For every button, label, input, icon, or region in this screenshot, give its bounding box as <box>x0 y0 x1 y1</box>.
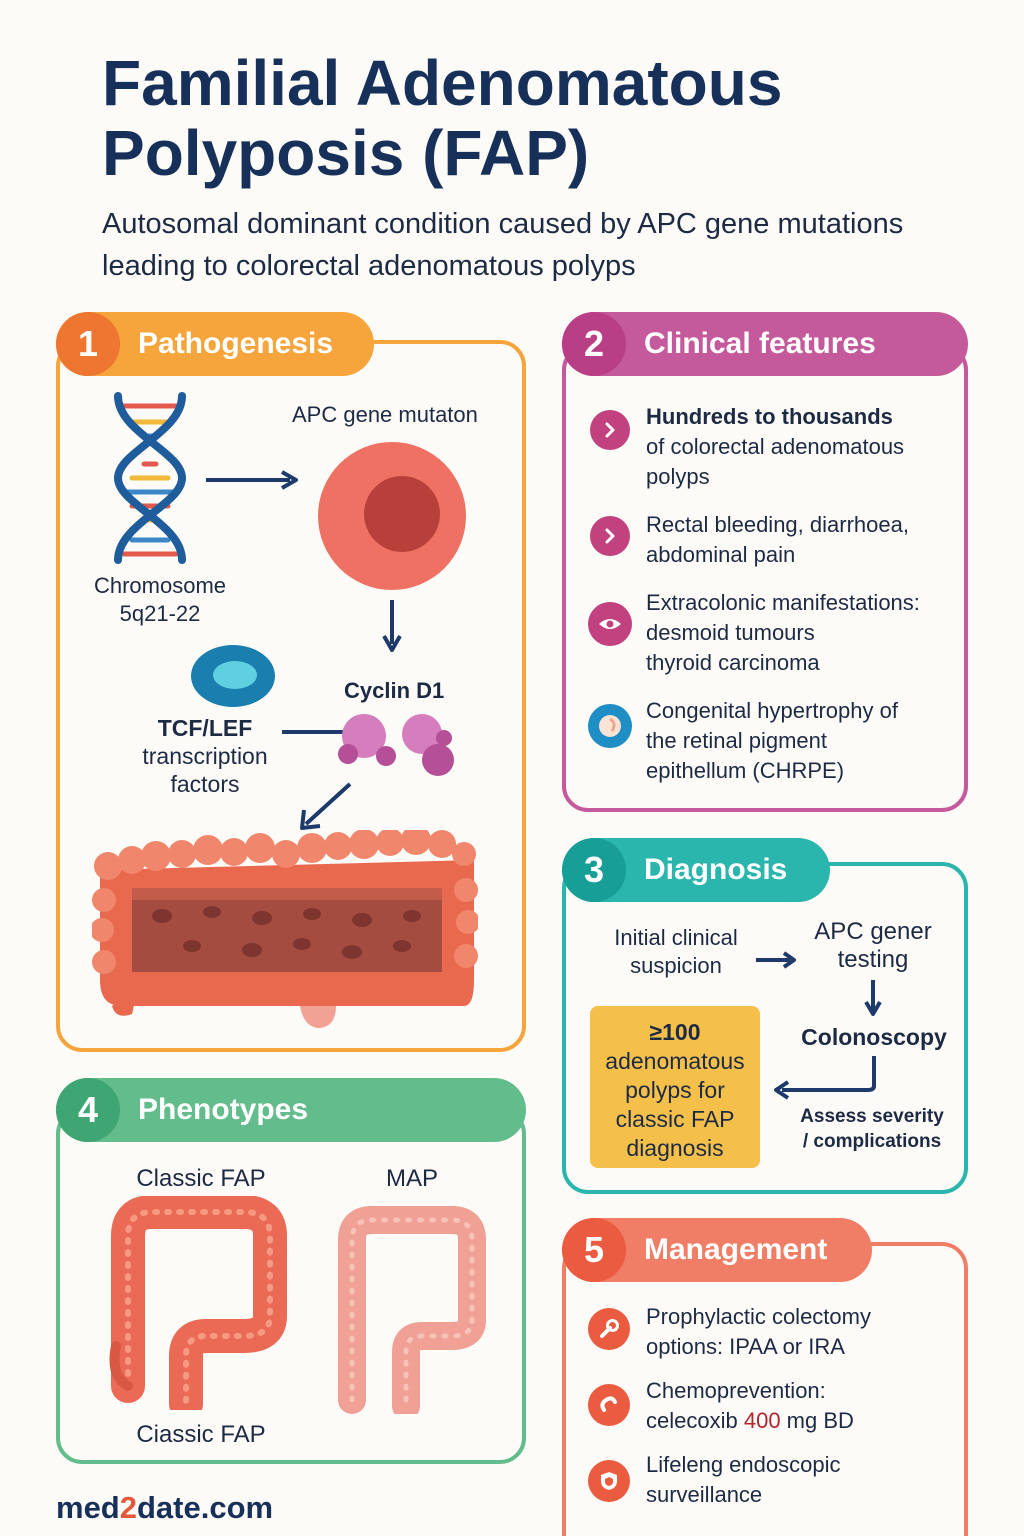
management-item-line: Prophylactic colectomy <box>646 1304 871 1329</box>
tcf-label-line3: factors <box>170 771 240 797</box>
clinical-item-extracolonic: Extracolonic manifestations: desmoid tum… <box>646 588 962 678</box>
section-number: 5 <box>562 1218 626 1282</box>
drug-dose: 400 <box>743 1408 781 1433</box>
cyclin-protein-icon <box>338 714 454 776</box>
tcf-label-line1: TCF/LEF <box>157 715 253 741</box>
clinical-item-line: of colorectal adenomatous <box>646 434 905 459</box>
assess-line: / complications <box>802 1131 942 1152</box>
arrow-down-left-icon <box>300 782 352 830</box>
page-title: Familial Adenomatous Polyposis (FAP) <box>102 47 783 189</box>
criteria-line: classic FAP <box>615 1106 735 1132</box>
criteria-line: adenomatous <box>605 1048 745 1074</box>
clinical-item-bleeding: Rectal bleeding, diarrhoea, abdominal pa… <box>646 510 956 570</box>
map-colon-illustration <box>338 1206 486 1414</box>
section-number: 2 <box>562 312 626 376</box>
clinical-item-line: desmoid tumours <box>646 620 815 645</box>
assess-severity-label: Assess severity / complications <box>786 1104 958 1154</box>
chromosome-label-line1: Chromosome <box>93 573 227 598</box>
criteria-line: polyps for <box>625 1077 725 1103</box>
tcf-lef-label: TCF/LEF transcription factors <box>120 714 290 798</box>
connector-line <box>282 730 350 734</box>
chevron-right-icon <box>590 410 630 450</box>
management-item-line: surveillance <box>646 1482 763 1507</box>
initial-suspicion-line: Initial clinical <box>614 925 738 950</box>
pill-icon <box>588 1384 630 1426</box>
management-item-line: Chemoprevention: <box>646 1378 826 1403</box>
section-number: 1 <box>56 312 120 376</box>
apc-testing-label: APC gener testing <box>798 918 948 974</box>
drug-frequency: mg BD <box>780 1408 854 1433</box>
dna-helix-icon <box>113 392 187 564</box>
management-item-colectomy: Prophylactic colectomy options: IPAA or … <box>646 1302 956 1362</box>
section-number: 4 <box>56 1078 120 1142</box>
section-title: Clinical features <box>644 327 876 360</box>
clinical-item-line: epithellum (CHRPE) <box>646 758 845 783</box>
clinical-item-line: Hundreds to thousands <box>646 404 893 429</box>
transcription-factor-icon <box>191 645 275 707</box>
arrow-right-icon <box>756 951 796 969</box>
eye-icon <box>588 602 632 646</box>
clinical-features-header: 2 Clinical features <box>562 312 968 376</box>
clinical-item-chrpe: Congenital hypertrophy of the retinal pi… <box>646 696 956 786</box>
criteria-line: ≥100 <box>649 1019 701 1045</box>
management-item-surveillance: Lifeleng endoscopic surveillance <box>646 1450 956 1510</box>
assess-line: Assess severity <box>800 1106 944 1127</box>
diagnostic-criteria-box <box>590 1006 760 1168</box>
management-item-line: Lifeleng endoscopic <box>646 1452 841 1477</box>
section-number: 3 <box>562 838 626 902</box>
classic-fap-colon-illustration <box>109 1196 287 1410</box>
section-title: Diagnosis <box>644 853 788 886</box>
chevron-right-icon <box>590 516 630 556</box>
apc-gene-mutation-label: APC gene mutaton <box>292 402 478 427</box>
arrow-back-icon <box>774 1056 876 1100</box>
clinical-item-line: the retinal pigment <box>646 728 827 753</box>
map-label: MAP <box>385 1165 438 1192</box>
diagnosis-header: 3 Diagnosis <box>562 838 830 902</box>
section-title: Phenotypes <box>138 1093 309 1126</box>
phenotypes-header: 4 Phenotypes <box>56 1078 526 1142</box>
clinical-item-line: Rectal bleeding, diarrhoea, <box>646 512 909 537</box>
clinical-item-line: thyroid carcinoma <box>646 650 820 675</box>
cell-icon <box>318 442 466 590</box>
shield-icon <box>588 1460 630 1502</box>
management-item-line: options: IPAA or IRA <box>646 1334 845 1359</box>
apc-testing-line: testing <box>837 946 909 973</box>
arrow-down-icon <box>864 980 882 1016</box>
retina-icon <box>588 704 632 748</box>
section-title: Pathogenesis <box>138 327 334 360</box>
initial-suspicion-line: suspicion <box>630 953 722 978</box>
wrench-icon <box>588 1308 630 1350</box>
arrow-down-icon <box>382 600 402 652</box>
page-subtitle: Autosomal dominant condition caused by A… <box>102 208 904 282</box>
clinical-item-line: abdominal pain <box>646 542 796 567</box>
criteria-line: diagnosis <box>626 1135 724 1161</box>
diagnostic-criteria-text: ≥100 adenomatous polyps for classic FAP … <box>590 1018 760 1163</box>
colonoscopy-label: Colonoscopy <box>801 1024 947 1050</box>
management-item-line: celecoxib 400 mg BD <box>646 1406 956 1436</box>
cyclin-d1-label: Cyclin D1 <box>344 678 445 703</box>
management-item-chemoprevention: Chemoprevention: celecoxib 400 mg BD <box>646 1376 956 1436</box>
clinical-item-line: polyps <box>646 464 710 489</box>
pathogenesis-header: 1 Pathogenesis <box>56 312 374 376</box>
clinical-item-line: Congenital hypertrophy of <box>646 698 898 723</box>
clinical-item-polyps: Hundreds to thousands of colorectal aden… <box>646 402 956 492</box>
classic-fap-label: Classic FAP <box>136 1165 266 1192</box>
brand-logo: med2date.com <box>56 1490 273 1526</box>
brand-text: date.com <box>137 1490 274 1525</box>
brand-number: 2 <box>119 1490 137 1525</box>
chromosome-label-line2: 5q21-22 <box>119 601 201 626</box>
apc-testing-line: APC gener <box>814 918 932 945</box>
management-header: 5 Management <box>562 1218 872 1282</box>
tcf-label-line2: transcription <box>142 743 268 769</box>
initial-suspicion-label: Initial clinical suspicion <box>596 924 756 980</box>
chromosome-label: Chromosome 5q21-22 <box>80 572 240 628</box>
brand-text: med <box>56 1490 120 1525</box>
classic-fap-bottom-label: Ciassic FAP <box>136 1421 266 1448</box>
drug-name: celecoxib <box>646 1408 744 1433</box>
clinical-item-line: Extracolonic manifestations: <box>646 590 920 615</box>
arrow-right-icon <box>206 470 298 490</box>
colon-polyps-illustration <box>92 830 478 1028</box>
section-title: Management <box>644 1233 828 1266</box>
